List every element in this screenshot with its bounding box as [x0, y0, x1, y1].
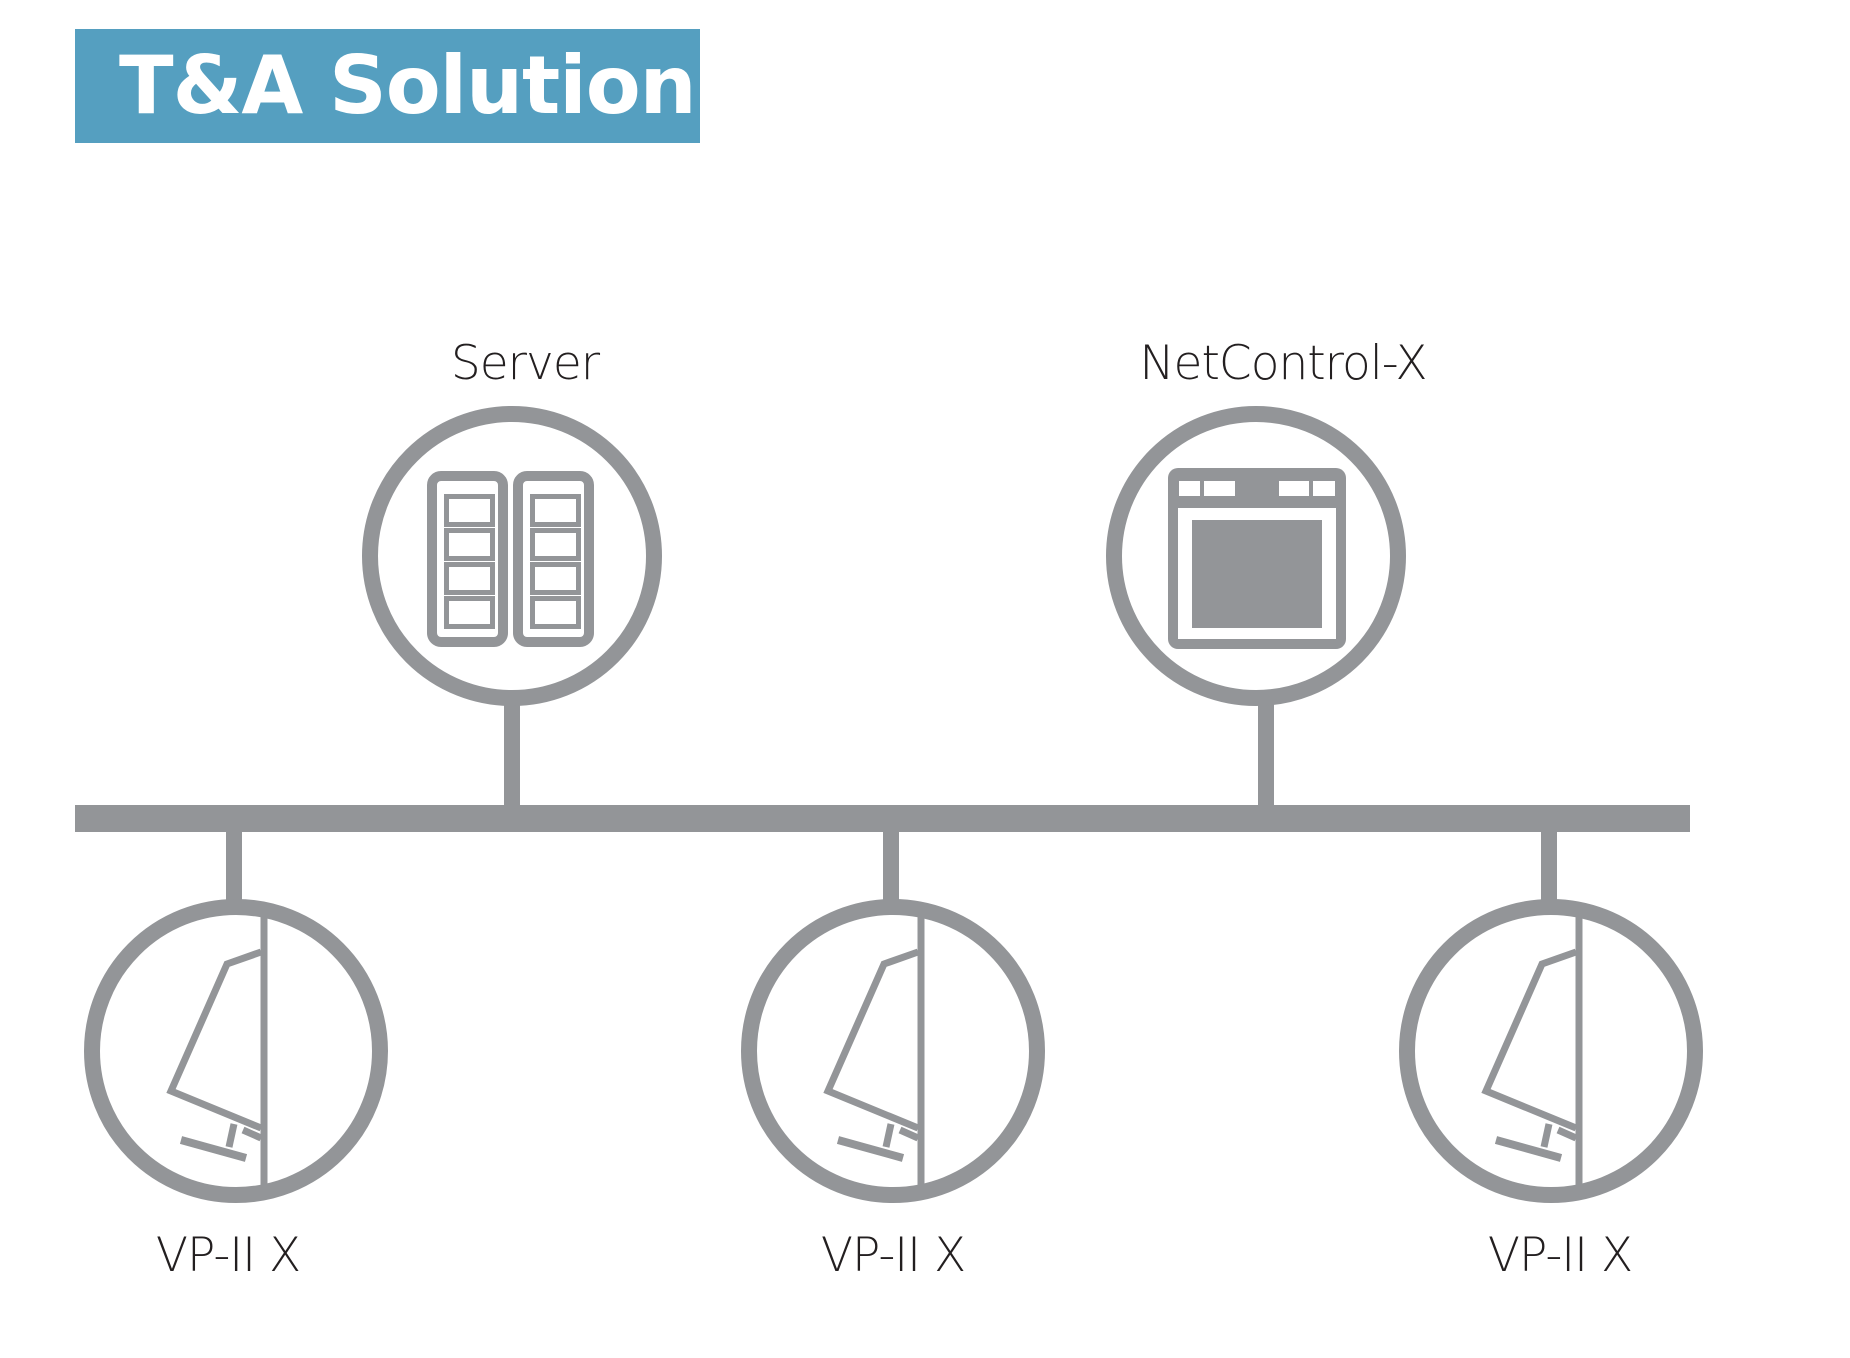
diagram-title: T&A Solution: [119, 39, 697, 132]
netcontrol-label: NetControl-X: [1139, 336, 1427, 391]
vp-circle: [84, 899, 388, 1203]
vp-label-1: VP-II X: [155, 1228, 301, 1283]
node-netcontrol: [1106, 406, 1406, 806]
vp-connector: [883, 831, 899, 903]
server-label: Server: [450, 336, 600, 391]
vp-circle: [1399, 899, 1703, 1203]
vp-label-2: VP-II X: [820, 1228, 966, 1283]
node-vp-2: [741, 831, 1045, 1203]
server-connector: [504, 700, 520, 806]
terminal-device-icon: [823, 912, 925, 1190]
node-server: [362, 406, 662, 806]
vp-connector: [226, 831, 242, 903]
terminal-device-icon: [1481, 912, 1583, 1190]
node-vp-3: [1399, 831, 1703, 1203]
application-window-icon: [1168, 468, 1346, 649]
terminal-device-icon: [166, 912, 268, 1190]
server-rack-icon: [427, 471, 594, 647]
network-bus: [75, 805, 1690, 832]
vp-label-3: VP-II X: [1487, 1228, 1633, 1283]
title-banner: T&A Solution: [75, 29, 700, 143]
node-vp-1: [84, 831, 388, 1203]
netcontrol-connector: [1258, 700, 1274, 806]
vp-connector: [1541, 831, 1557, 903]
vp-circle: [741, 899, 1045, 1203]
server-circle: [362, 406, 662, 706]
